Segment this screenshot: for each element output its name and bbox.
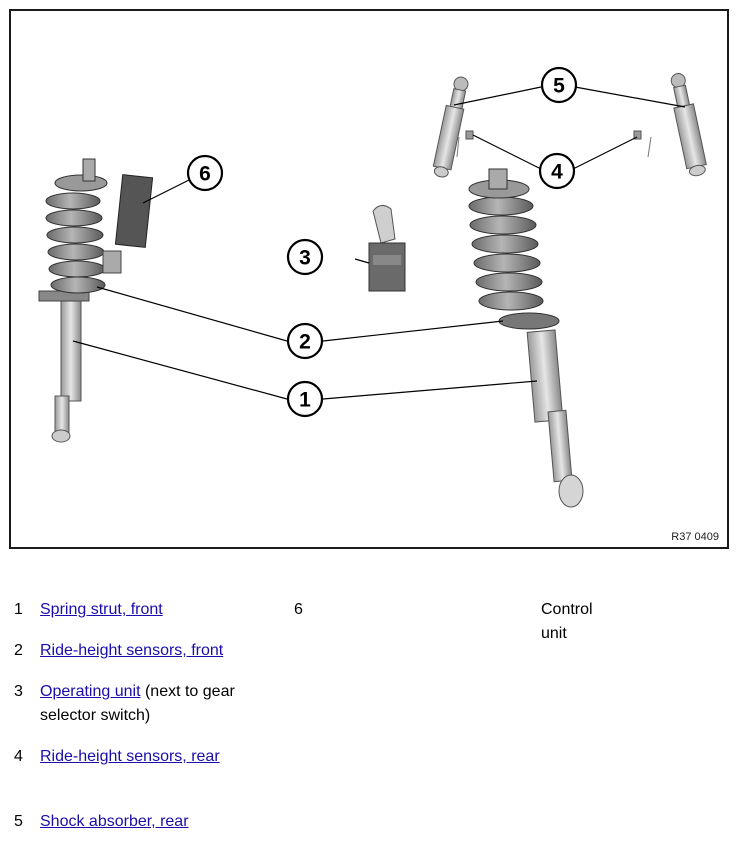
rear-shock-absorbers bbox=[432, 73, 707, 178]
legend-number: 5 bbox=[14, 813, 23, 830]
operating-unit-note: (next to gear selector switch) bbox=[40, 683, 235, 724]
legend-number: 1 bbox=[14, 601, 23, 618]
ride-height-sensors-rear-link[interactable]: Ride-height sensors, rear bbox=[40, 748, 220, 765]
svg-text:6: 6 bbox=[199, 163, 211, 186]
front-strut-left bbox=[38, 158, 154, 443]
callout-4: 4 bbox=[538, 152, 576, 190]
svg-text:1: 1 bbox=[299, 389, 311, 412]
suspension-diagram: 1 2 3 4 5 6 bbox=[38, 66, 707, 508]
callout-3: 3 bbox=[286, 238, 324, 276]
callout-2: 2 bbox=[286, 322, 324, 360]
leader-lines bbox=[72, 86, 686, 400]
legend-number: 2 bbox=[14, 642, 23, 659]
figure-reference: R37 0409 bbox=[671, 531, 719, 543]
legend-number: 4 bbox=[14, 748, 23, 765]
callout-5: 5 bbox=[540, 66, 578, 104]
legend-number: 6 bbox=[294, 601, 303, 618]
operating-unit bbox=[368, 205, 406, 292]
svg-text:3: 3 bbox=[299, 247, 311, 270]
operating-unit-link[interactable]: Operating unit bbox=[40, 683, 141, 700]
front-strut-right bbox=[468, 168, 584, 508]
callout-1: 1 bbox=[286, 380, 324, 418]
component-illustration: 1 2 3 4 5 6 R37 0409 bbox=[9, 9, 729, 549]
control-unit-label: Control unit bbox=[541, 601, 593, 642]
svg-text:5: 5 bbox=[553, 75, 565, 98]
shock-absorber-rear-link[interactable]: Shock absorber, rear bbox=[40, 813, 189, 830]
spring-strut-front-link[interactable]: Spring strut, front bbox=[40, 601, 163, 618]
rear-ride-height-sensors bbox=[456, 130, 652, 158]
callout-6: 6 bbox=[186, 154, 224, 192]
svg-text:4: 4 bbox=[551, 161, 563, 184]
ride-height-sensors-front-link[interactable]: Ride-height sensors, front bbox=[40, 642, 224, 659]
legend-number: 3 bbox=[14, 683, 23, 700]
svg-text:2: 2 bbox=[299, 331, 311, 354]
